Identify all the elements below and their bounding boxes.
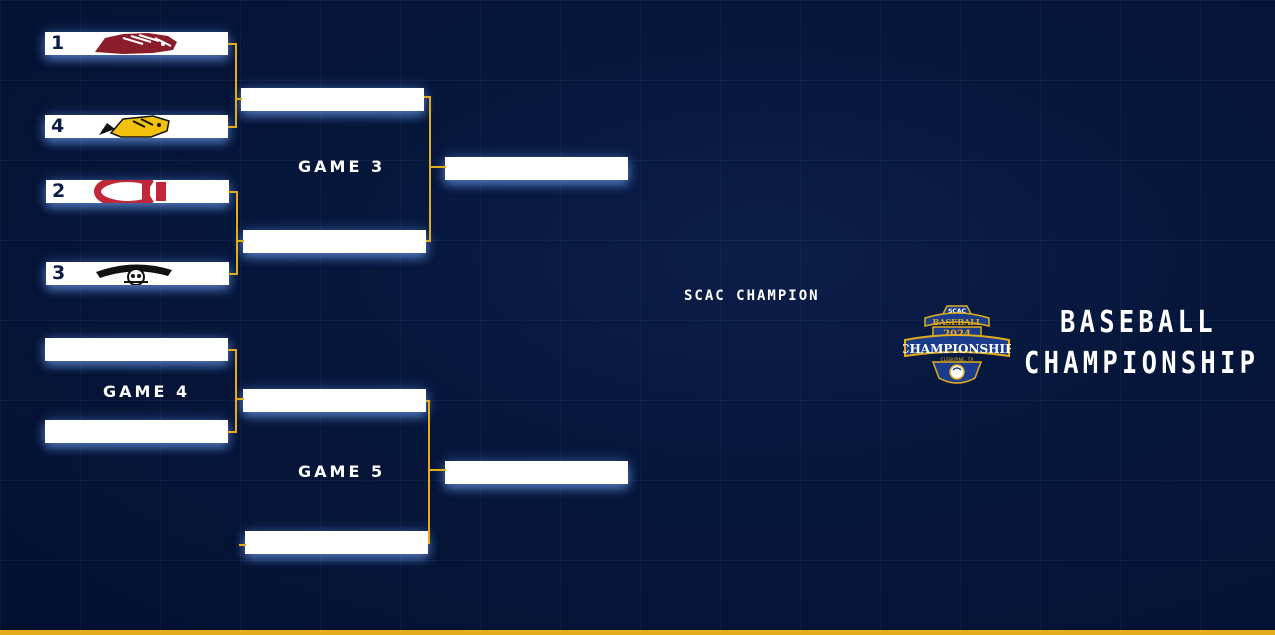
connector-line <box>236 398 244 400</box>
connector-line <box>429 469 446 471</box>
champion-label: SCAC CHAMPION <box>684 288 820 304</box>
seed-3-slot[interactable]: 3 <box>46 262 229 285</box>
game3-label: GAME 3 <box>298 157 386 176</box>
seed-number: 2 <box>52 180 66 202</box>
seed-4-slot[interactable]: 4 <box>45 115 228 138</box>
pirate-logo-icon <box>96 264 172 285</box>
seed-number: 4 <box>51 115 65 137</box>
seed-number: 3 <box>52 262 66 284</box>
yellowjacket-logo-icon <box>99 115 170 138</box>
connector-line <box>236 98 242 100</box>
seed-1-slot[interactable]: 1 <box>45 32 228 55</box>
connector-line <box>236 191 238 275</box>
connector-line <box>426 240 430 242</box>
c-logo-icon <box>94 180 166 203</box>
game4-bottom-slot[interactable] <box>45 420 228 443</box>
game5-label: GAME 5 <box>298 462 386 481</box>
connector-line <box>229 191 237 193</box>
connector-line <box>237 240 244 242</box>
connector-line <box>430 166 446 168</box>
emblem-top-text: SCAC <box>948 308 966 315</box>
connector-line <box>228 431 236 433</box>
game4-label: GAME 4 <box>103 382 191 401</box>
connector-line <box>229 273 237 275</box>
connector-line <box>228 43 236 45</box>
tiger-logo-icon <box>95 33 177 54</box>
emblem-location-text: CLEBURNE, TX <box>941 357 974 363</box>
game5-winner-slot[interactable] <box>445 461 628 484</box>
connector-line <box>235 43 237 128</box>
bottom-accent-bar <box>0 630 1275 635</box>
connector-line <box>428 400 430 544</box>
emblem-sport-text: BASEBALL <box>932 317 981 327</box>
game4-top-slot[interactable] <box>45 338 228 361</box>
game3-bottom-slot[interactable] <box>243 230 426 253</box>
game3-winner-slot[interactable] <box>445 157 628 180</box>
title-line-2: CHAMPIONSHIP <box>1024 346 1260 381</box>
connector-line <box>429 96 431 242</box>
connector-line <box>235 349 237 433</box>
connector-line <box>228 349 236 351</box>
connector-line <box>239 544 246 546</box>
game3-top-slot[interactable] <box>241 88 424 111</box>
seed-number: 1 <box>51 32 65 54</box>
championship-emblem-logo: SCAC BASEBALL 2024 CHAMPIONSHIP CLEBURNE… <box>903 305 1011 384</box>
connector-line <box>228 126 236 128</box>
emblem-name-text: CHAMPIONSHIP <box>903 342 1011 356</box>
connector-line <box>424 96 430 98</box>
title-line-1: BASEBALL <box>1060 305 1217 340</box>
seed-2-slot[interactable]: 2 <box>46 180 229 203</box>
game5-bottom-slot[interactable] <box>245 531 428 554</box>
game5-top-slot[interactable] <box>243 389 426 412</box>
